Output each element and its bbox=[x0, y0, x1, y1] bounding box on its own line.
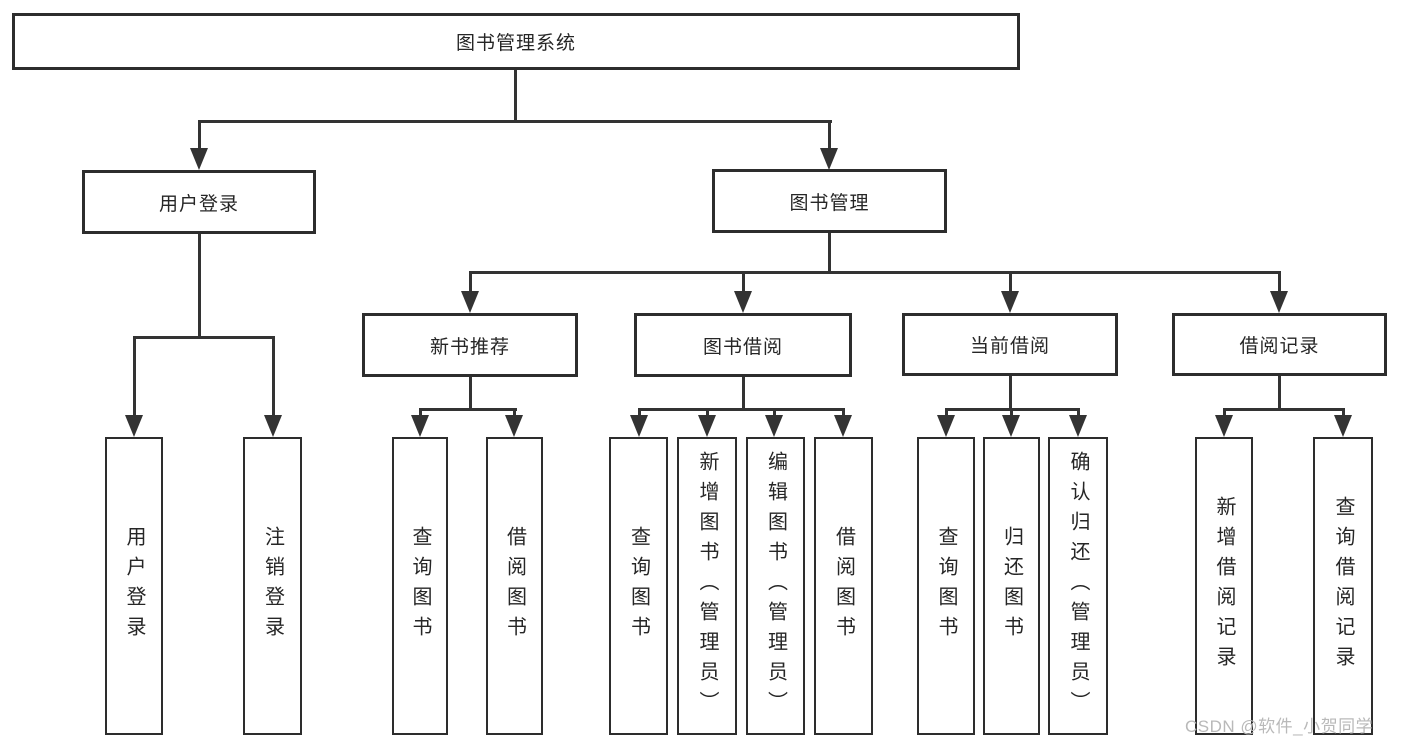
connector-vline bbox=[272, 336, 275, 416]
node-label: 新书推荐 bbox=[429, 336, 510, 358]
leaf-label: 查询图书 bbox=[409, 526, 431, 646]
connector-vline bbox=[1223, 408, 1226, 418]
leaf-add-borrow-record: 新增借阅记录 bbox=[1195, 437, 1253, 735]
leaf-return-books: 归还图书 bbox=[983, 437, 1040, 735]
node-current-borrowing: 当前借阅 bbox=[902, 313, 1118, 376]
connector-vline bbox=[1077, 408, 1080, 418]
connector-hline bbox=[469, 271, 1281, 274]
leaf-label: 新增借阅记录 bbox=[1213, 496, 1235, 676]
leaf-label: 编辑图书（管理员） bbox=[764, 451, 787, 721]
connector-vline bbox=[742, 377, 745, 410]
node-library-management-system: 图书管理系统 bbox=[12, 13, 1020, 70]
leaf-label: 查询图书 bbox=[627, 526, 650, 646]
leaf-user-login: 用户登录 bbox=[105, 437, 163, 735]
arrowhead-down-icon bbox=[1215, 415, 1233, 437]
arrowhead-down-icon bbox=[190, 148, 208, 170]
node-book-borrowing: 图书借阅 bbox=[634, 313, 852, 377]
arrowhead-down-icon bbox=[734, 291, 752, 313]
connector-hline bbox=[1223, 408, 1344, 411]
connector-hline bbox=[133, 336, 275, 339]
connector-vline bbox=[1278, 376, 1281, 410]
arrowhead-down-icon bbox=[1270, 291, 1288, 313]
connector-vline bbox=[469, 377, 472, 410]
node-user-login: 用户登录 bbox=[82, 170, 316, 234]
connector-vline bbox=[133, 336, 136, 416]
node-label: 借阅记录 bbox=[1239, 336, 1320, 357]
leaf-query-borrow-record: 查询借阅记录 bbox=[1313, 437, 1373, 735]
connector-vline bbox=[742, 271, 745, 293]
leaf-borrow-books-borrowing: 借阅图书 bbox=[814, 437, 873, 735]
connector-vline bbox=[514, 70, 517, 122]
arrowhead-down-icon bbox=[411, 415, 429, 437]
arrowhead-down-icon bbox=[1069, 415, 1087, 437]
node-borrowing-records: 借阅记录 bbox=[1172, 313, 1387, 376]
leaf-confirm-return-admin: 确认归还（管理员） bbox=[1048, 437, 1108, 735]
connector-vline bbox=[828, 120, 831, 150]
arrowhead-down-icon bbox=[1001, 291, 1019, 313]
connector-hline bbox=[419, 408, 517, 411]
arrowhead-down-icon bbox=[937, 415, 955, 437]
arrowhead-down-icon bbox=[630, 415, 648, 437]
arrowhead-down-icon bbox=[698, 415, 716, 437]
connector-vline bbox=[419, 408, 422, 418]
leaf-logout: 注销登录 bbox=[243, 437, 302, 735]
connector-hline bbox=[198, 120, 832, 123]
leaf-label: 用户登录 bbox=[123, 526, 145, 646]
leaf-query-books-recommendation: 查询图书 bbox=[392, 437, 448, 735]
connector-vline bbox=[1342, 408, 1345, 418]
leaf-label: 查询图书 bbox=[935, 526, 957, 646]
leaf-edit-books-admin: 编辑图书（管理员） bbox=[746, 437, 805, 735]
node-book-management: 图书管理 bbox=[712, 169, 947, 233]
connector-vline bbox=[773, 408, 776, 418]
arrowhead-down-icon bbox=[1002, 415, 1020, 437]
arrowhead-down-icon bbox=[461, 291, 479, 313]
leaf-label: 借阅图书 bbox=[503, 526, 526, 646]
leaf-query-books-borrowing: 查询图书 bbox=[609, 437, 668, 735]
leaf-label: 新增图书（管理员） bbox=[696, 451, 718, 721]
arrowhead-down-icon bbox=[1334, 415, 1352, 437]
node-label: 图书管理 bbox=[789, 192, 870, 214]
leaf-label: 确认归还（管理员） bbox=[1067, 451, 1089, 721]
connector-vline bbox=[842, 408, 845, 418]
connector-hline bbox=[638, 408, 844, 411]
connector-vline bbox=[706, 408, 709, 418]
leaf-add-books-admin: 新增图书（管理员） bbox=[677, 437, 737, 735]
connector-vline bbox=[198, 234, 201, 338]
connector-vline bbox=[638, 408, 641, 418]
node-label: 当前借阅 bbox=[969, 336, 1050, 357]
leaf-label: 查询借阅记录 bbox=[1332, 496, 1354, 676]
connector-vline bbox=[945, 408, 948, 418]
arrowhead-down-icon bbox=[264, 415, 282, 437]
connector-vline bbox=[1009, 271, 1012, 293]
leaf-query-books-current: 查询图书 bbox=[917, 437, 975, 735]
leaf-label: 借阅图书 bbox=[832, 526, 855, 646]
arrowhead-down-icon bbox=[765, 415, 783, 437]
connector-vline bbox=[1010, 408, 1013, 418]
arrowhead-down-icon bbox=[820, 148, 838, 170]
watermark: CSDN @软件_小贺同学 bbox=[1185, 717, 1374, 736]
arrowhead-down-icon bbox=[505, 415, 523, 437]
node-label: 图书借阅 bbox=[702, 336, 783, 358]
connector-vline bbox=[828, 233, 831, 273]
arrowhead-down-icon bbox=[125, 415, 143, 437]
connector-vline bbox=[469, 271, 472, 293]
node-new-book-recommendation: 新书推荐 bbox=[362, 313, 578, 377]
connector-vline bbox=[513, 408, 516, 418]
leaf-label: 注销登录 bbox=[261, 526, 284, 646]
leaf-borrow-books-recommendation: 借阅图书 bbox=[486, 437, 543, 735]
connector-vline bbox=[1009, 376, 1012, 410]
node-label: 用户登录 bbox=[158, 193, 239, 215]
leaf-label: 归还图书 bbox=[1000, 526, 1023, 646]
connector-vline bbox=[1278, 271, 1281, 293]
node-label: 图书管理系统 bbox=[455, 33, 576, 54]
connector-vline bbox=[198, 120, 201, 150]
arrowhead-down-icon bbox=[834, 415, 852, 437]
